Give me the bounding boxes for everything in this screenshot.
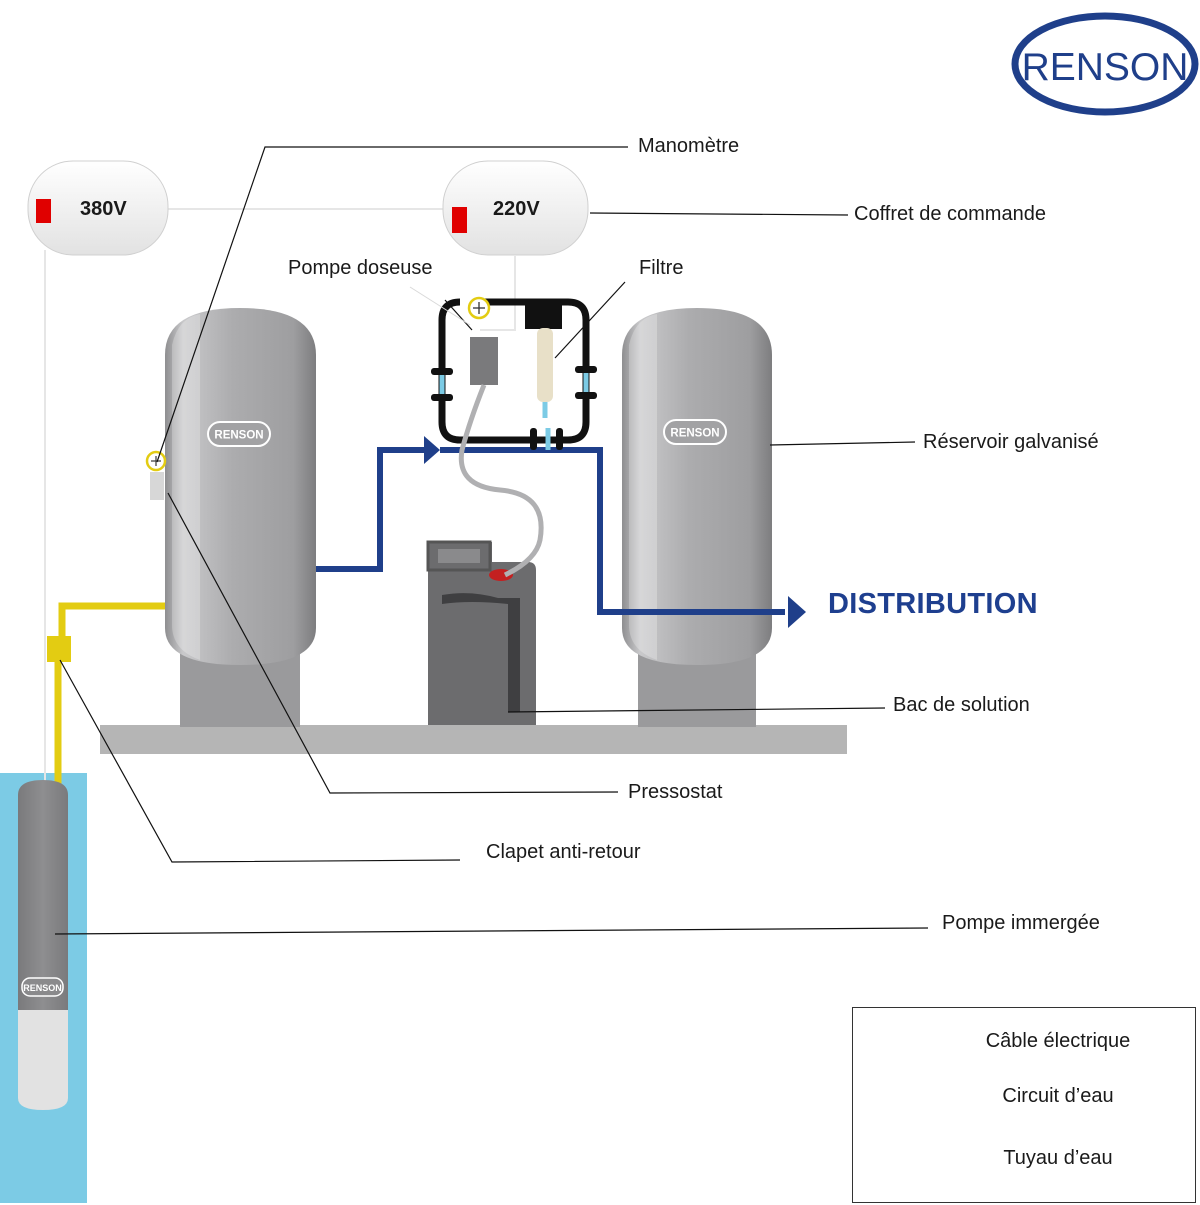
label-pompe-doseuse: Pompe doseuse: [288, 257, 433, 279]
svg-text:RENSON: RENSON: [23, 983, 62, 993]
check-valve: [47, 636, 71, 662]
water-circuit: [316, 447, 785, 615]
renson-logo: RENSON: [1011, 12, 1199, 116]
legend-item-cable: Câble électrique: [985, 1030, 1131, 1052]
box-220v: [442, 160, 589, 256]
dosing-frame: [431, 296, 597, 450]
yellow-pipe: [54, 602, 165, 795]
label-coffret: Coffret de commande: [854, 203, 1046, 225]
voltage-380-label: 380V: [80, 198, 127, 220]
tank-right: RENSON: [622, 308, 772, 727]
label-bac: Bac de solution: [893, 694, 1030, 716]
label-distribution: DISTRIBUTION: [828, 588, 1038, 620]
legend-item-tuyau: Tuyau d’eau: [1003, 1147, 1113, 1169]
voltage-220-label: 220V: [493, 198, 540, 220]
label-pompe-immergee: Pompe immergée: [942, 912, 1100, 934]
legend: Câble électrique Circuit d’eau Tuyau d’e…: [852, 1007, 1196, 1203]
box-380v: [27, 160, 169, 256]
solution-container: [426, 540, 536, 725]
svg-text:RENSON: RENSON: [1022, 46, 1189, 89]
label-pressostat: Pressostat: [628, 781, 723, 803]
label-filtre: Filtre: [639, 257, 684, 279]
label-reservoir: Réservoir galvanisé: [923, 431, 1099, 453]
leader-lines: [54, 146, 929, 935]
pompe-leader-gray: [409, 286, 471, 326]
flow-arrow-up: [424, 436, 440, 464]
submersible-pump: RENSON: [18, 780, 68, 1110]
label-manometre: Manomètre: [638, 135, 740, 157]
svg-text:RENSON: RENSON: [670, 428, 719, 440]
flow-arrow-distribution: [788, 596, 806, 628]
tank-left: RENSON: [145, 308, 316, 727]
svg-text:RENSON: RENSON: [214, 430, 263, 442]
electrical-cables: [44, 208, 516, 790]
platform: [100, 725, 847, 754]
label-clapet: Clapet anti-retour: [486, 841, 641, 863]
legend-item-circuit: Circuit d’eau: [1002, 1085, 1114, 1107]
dosing-tubes: [458, 384, 544, 578]
